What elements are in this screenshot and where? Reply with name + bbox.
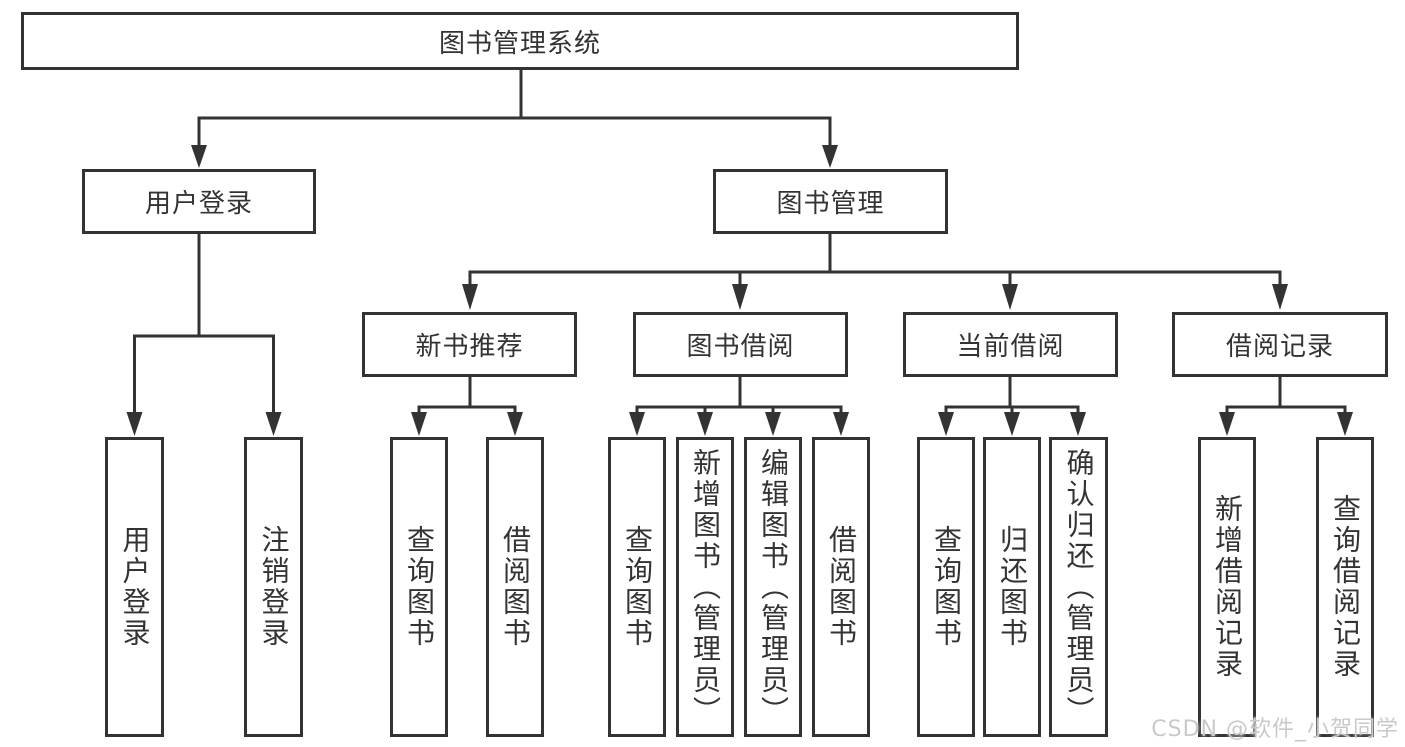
arrowhead [462,284,478,310]
connector-book-management-to-children [468,233,1282,287]
node-leaf-borrow-query-books: 查询图书 [608,437,666,737]
node-leaf-logout: 注销登录 [244,437,303,737]
connector-borrow-records-to-children [1225,376,1347,415]
node-label: 图书管理系统 [438,28,601,59]
node-leaf-current-query-books: 查询图书 [917,437,975,737]
connector-root-to-children [197,69,832,148]
node-library-management-system: 图书管理系统 [21,12,1019,70]
node-label: 查询图书 [403,525,436,649]
connector-user-login-to-children [133,233,275,415]
node-new-book-recommend: 新书推荐 [362,312,577,377]
node-label: 图书管理 [776,189,885,219]
node-book-borrow: 图书借阅 [633,312,848,377]
arrowhead [507,412,523,436]
arrowhead [938,412,954,436]
node-label: 查询图书 [930,525,963,649]
node-leaf-user-login: 用户登录 [105,437,164,737]
arrowhead [1004,412,1020,436]
arrowhead [411,412,427,436]
node-label: 用户登录 [118,525,152,649]
connector-new-book-recommend-to-children [417,376,517,415]
arrowhead [1337,412,1353,436]
node-label: 确认归还（管理员） [1062,447,1096,727]
node-label: 当前借阅 [956,332,1065,362]
node-label: 借阅图书 [499,525,532,649]
node-leaf-edit-books-admin: 编辑图书（管理员） [744,437,802,737]
node-label: 归还图书 [996,525,1029,649]
connector-current-borrow-to-children [944,376,1080,415]
arrowhead [126,412,143,436]
node-label: 查询图书 [621,525,654,649]
node-leaf-query-borrow-record: 查询借阅记录 [1316,437,1374,737]
arrowhead [822,145,838,168]
arrowhead [765,412,781,436]
arrowhead [697,412,713,436]
arrowhead [732,284,748,310]
csdn-watermark: CSDN @软件_小贺同学 [1151,717,1399,742]
arrowhead [265,412,282,436]
node-label: 新书推荐 [415,332,524,362]
arrowhead [629,412,645,436]
arrowhead [1219,412,1235,436]
node-label: 新增图书（管理员） [689,447,722,727]
node-user-login: 用户登录 [82,169,316,234]
node-label: 用户登录 [144,189,253,219]
node-label: 新增借阅记录 [1211,494,1244,680]
node-book-management: 图书管理 [713,169,948,234]
node-label: 注销登录 [257,525,291,649]
arrowhead [1070,412,1086,436]
node-borrow-records: 借阅记录 [1172,312,1388,377]
node-current-borrow: 当前借阅 [903,312,1118,377]
node-leaf-return-books: 归还图书 [983,437,1041,737]
node-label: 查询借阅记录 [1329,494,1362,680]
node-label: 编辑图书（管理员） [757,447,790,727]
arrowhead [833,412,849,436]
arrowheads [126,145,1353,436]
node-label: 图书借阅 [686,332,795,362]
connector-book-borrow-to-children [635,376,843,415]
arrowhead [191,145,207,168]
node-label: 借阅图书 [825,525,858,649]
arrowhead [1002,284,1018,310]
node-leaf-recommend-borrow-books: 借阅图书 [486,437,544,737]
arrowhead [1272,284,1288,310]
node-leaf-recommend-query-books: 查询图书 [390,437,448,737]
node-leaf-add-books-admin: 新增图书（管理员） [676,437,734,737]
node-leaf-borrow-books: 借阅图书 [812,437,870,737]
node-leaf-add-borrow-record: 新增借阅记录 [1198,437,1256,737]
node-leaf-confirm-return-admin: 确认归还（管理员） [1049,437,1108,737]
node-label: 借阅记录 [1225,332,1334,362]
